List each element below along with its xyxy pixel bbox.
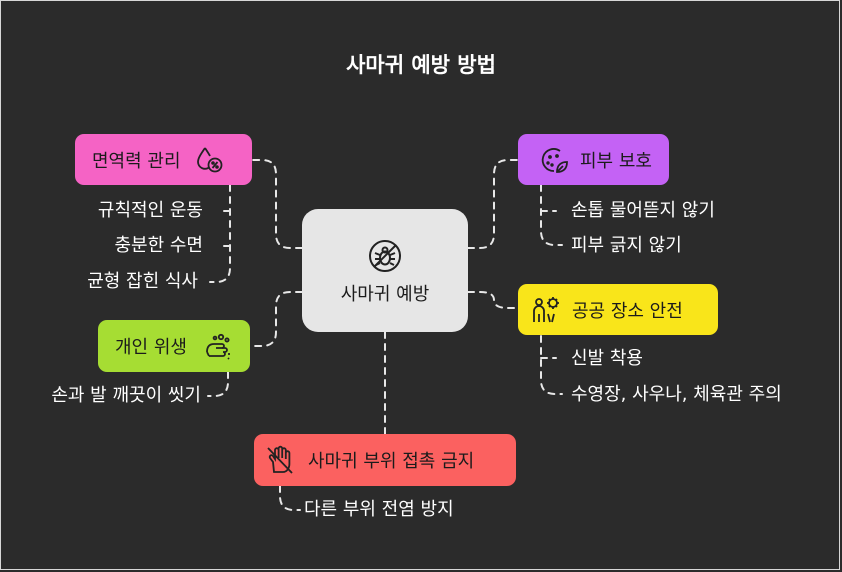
edge-leaf-skin	[540, 184, 563, 246]
branch-public: 공공 장소 안전	[518, 284, 718, 335]
leaf-immunity-2: 충분한 수면	[114, 235, 203, 256]
center-label: 사마귀 예방	[340, 283, 430, 305]
droplet-percent-icon	[193, 144, 225, 176]
edge-leaf-contact	[279, 485, 301, 511]
edge-immunity	[251, 159, 303, 249]
edge-leaf-immunity	[209, 184, 231, 283]
leaf-hygiene-1: 손과 발 깨끗이 씻기	[51, 385, 201, 406]
edge-public	[467, 291, 519, 309]
branch-immunity-label: 면역력 관리	[92, 150, 181, 172]
branch-skin-label: 피부 보호	[580, 150, 652, 172]
leaf-public-2: 수영장, 사우나, 체육관 주의	[571, 384, 782, 405]
leaf-public-1: 신발 착용	[571, 348, 643, 369]
branch-public-label: 공공 장소 안전	[572, 300, 683, 322]
leaf-immunity-1: 규칙적인 운동	[97, 200, 203, 221]
edge-leaf-hygiene	[207, 371, 229, 397]
hand-wash-icon	[201, 330, 233, 362]
leaf-skin-2: 피부 긁지 않기	[571, 235, 682, 256]
branch-contact: 사마귀 부위 접촉 금지	[254, 434, 516, 486]
branch-hygiene: 개인 위생	[98, 320, 250, 372]
no-touch-hand-icon	[264, 444, 296, 476]
edge-leaf-public	[540, 335, 563, 395]
branch-contact-label: 사마귀 부위 접촉 금지	[308, 451, 475, 472]
leaf-contact-1: 다른 부위 전염 방지	[304, 499, 454, 520]
person-virus-icon	[530, 294, 562, 326]
center-node: 사마귀 예방	[302, 209, 468, 332]
edge-skin	[467, 159, 519, 249]
leaf-skin-1: 손톱 물어뜯지 않기	[571, 200, 715, 221]
branch-immunity: 면역력 관리	[75, 134, 252, 185]
branch-skin: 피부 보호	[518, 134, 669, 185]
diagram-title: 사마귀 예방 방법	[346, 53, 496, 77]
branch-hygiene-label: 개인 위생	[115, 337, 187, 358]
leaf-immunity-3: 균형 잡힌 식사	[87, 271, 198, 292]
no-bug-icon	[365, 236, 405, 276]
face-leaf-icon	[538, 144, 570, 176]
edge-hygiene	[249, 291, 303, 347]
